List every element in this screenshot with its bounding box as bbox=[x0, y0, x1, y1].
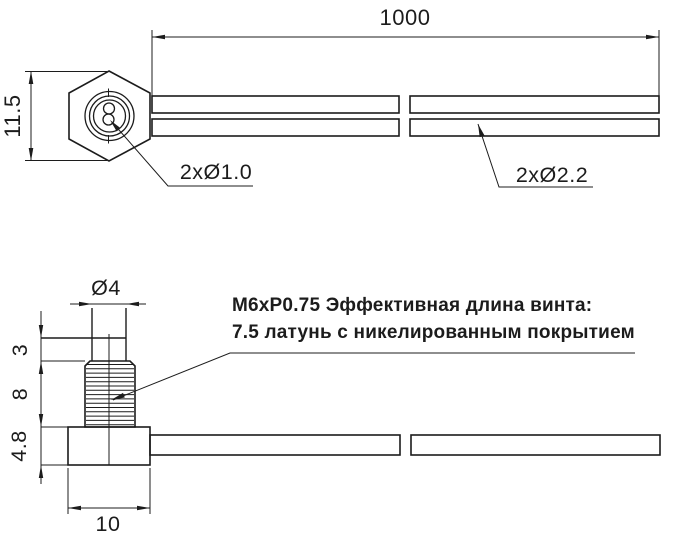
side-view bbox=[38, 301, 661, 514]
tubes-callout-label: 2xØ2.2 bbox=[515, 163, 589, 187]
callout-holes-leader bbox=[110, 120, 253, 187]
dim-overall-length bbox=[151, 30, 660, 96]
base-width-label: 10 bbox=[95, 512, 121, 536]
pin-diameter-label: Ø4 bbox=[91, 276, 121, 300]
top-view bbox=[25, 30, 660, 188]
holes-callout-label: 2xØ1.0 bbox=[179, 160, 253, 184]
thread-note-line2: 7.5 латунь с никелированным покрытием bbox=[232, 322, 635, 343]
overall-length-label: 1000 bbox=[379, 5, 431, 30]
side-probe-tube bbox=[149, 434, 661, 456]
thermocouple-holes bbox=[102, 102, 116, 126]
hex-nut-outline bbox=[68, 70, 151, 162]
sensor-face-circles bbox=[84, 90, 135, 142]
dim-pin-diameter bbox=[70, 301, 146, 307]
pin-outline bbox=[41, 308, 127, 361]
thread-note-leader bbox=[111, 352, 635, 401]
callout-tubes-leader bbox=[477, 123, 593, 188]
probe-tube-bottom bbox=[151, 118, 660, 137]
dim-base-width bbox=[67, 468, 151, 514]
base-height-label: 4.8 bbox=[7, 430, 31, 462]
dim-left-stack bbox=[38, 311, 85, 484]
dim-hex-width bbox=[25, 71, 107, 161]
probe-tube-top bbox=[151, 95, 660, 114]
thread-note-line1: M6xP0.75 Эффективная длина винта: bbox=[232, 295, 593, 316]
hex-width-label: 11.5 bbox=[0, 94, 25, 138]
